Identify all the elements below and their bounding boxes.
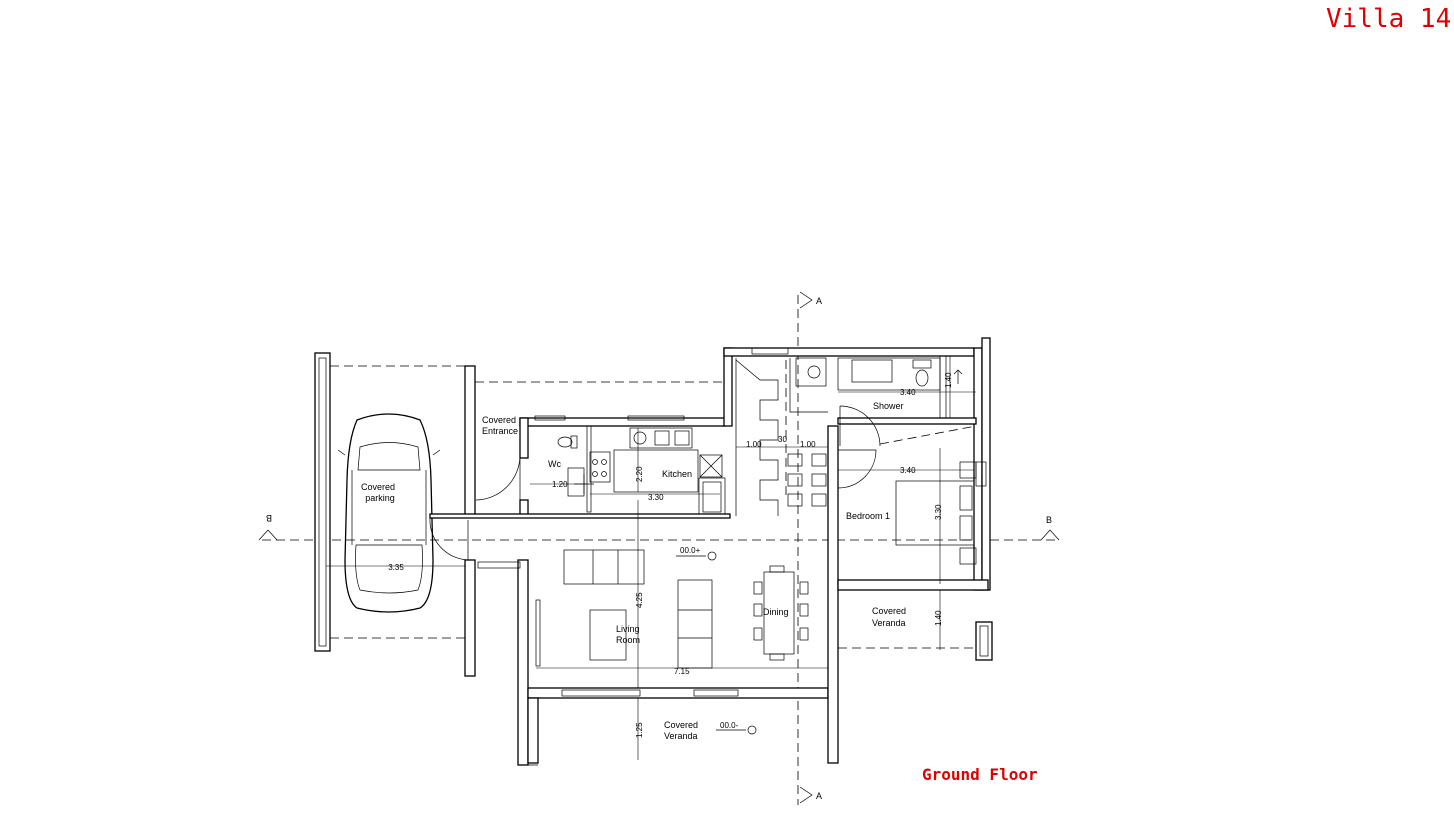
dim-veranda-right-depth: 1.40 <box>934 610 943 626</box>
dim-shower-width: 3.40 <box>900 388 916 397</box>
dim-bedroom-depth: 3.30 <box>934 504 943 520</box>
staircase: 1.00 30 1.00 <box>735 347 828 516</box>
kitchen-label: Kitchen <box>662 469 692 479</box>
living-dining-area: Living Room Dining 00.0+ 4.25 7.15 <box>429 500 828 688</box>
shower-drain-icon <box>807 365 821 379</box>
dim-shower-depth: 1.40 <box>944 372 953 388</box>
drawing-title: Villa 14 <box>1326 4 1451 34</box>
living-label-line1: Living <box>616 624 640 634</box>
bed-icon <box>895 480 975 546</box>
dim-kitchen-width: 3.30 <box>648 493 664 502</box>
dim-living-width: 7.15 <box>674 667 690 676</box>
bedroom-label: Bedroom 1 <box>846 511 890 521</box>
shower-toilet-icon <box>915 369 929 387</box>
wc-room: Wc 1.20 <box>530 415 594 513</box>
floor-label: Ground Floor <box>922 765 1038 784</box>
sofa-icon <box>563 549 645 585</box>
sink-icon <box>629 427 693 449</box>
parking-label-line1: Covered <box>361 482 395 492</box>
bedroom-1-room: Bedroom 1 3.40 3.30 <box>837 448 987 584</box>
dim-living-depth: 4.25 <box>635 592 644 608</box>
level-marker-icon <box>707 551 717 561</box>
veranda-bottom-area: Covered Veranda 1.25 00.0- <box>635 698 757 760</box>
veranda-right-label-line2: Veranda <box>872 618 906 628</box>
entrance-label-line1: Covered <box>482 415 516 425</box>
entrance-label-line2: Entrance <box>482 426 518 436</box>
level-marker-veranda-icon <box>747 725 757 735</box>
covered-entrance-area: Covered Entrance <box>475 381 724 501</box>
toilet-icon <box>557 436 573 448</box>
wc-basin-icon <box>567 467 585 497</box>
dim-stair-left: 1.00 <box>746 440 762 449</box>
shower-room: Shower 3.40 1.40 <box>795 356 977 447</box>
veranda-right-label-line1: Covered <box>872 606 906 616</box>
hob-icon <box>589 451 611 483</box>
shower-label: Shower <box>873 401 904 411</box>
main-walls <box>429 337 993 766</box>
sofa-2-icon <box>677 579 713 669</box>
wc-label: Wc <box>548 459 561 469</box>
car-icon <box>337 413 441 613</box>
veranda-right-area: Covered Veranda 1.40 <box>838 590 976 650</box>
section-line-a: A A <box>797 291 822 805</box>
dim-stair-mid: 30 <box>778 435 787 444</box>
coffee-table <box>589 609 627 661</box>
kitchen-island <box>613 449 699 493</box>
dim-stair-right: 1.00 <box>800 440 816 449</box>
level-living: 00.0+ <box>680 546 701 555</box>
living-label-line2: Room <box>616 635 640 645</box>
shower-basin-icon <box>851 359 893 383</box>
dim-bedroom-width: 3.40 <box>900 466 916 475</box>
veranda-bottom-label-line1: Covered <box>664 720 698 730</box>
dining-label: Dining <box>763 607 789 617</box>
section-line-b: B B <box>258 513 1060 541</box>
section-a-top-label: A <box>816 296 822 306</box>
dim-veranda-bottom-depth: 1.25 <box>635 722 644 738</box>
section-b-right-label: B <box>1046 515 1052 525</box>
section-a-bottom-label: A <box>816 791 822 801</box>
veranda-bottom-label-line2: Veranda <box>664 731 698 741</box>
fridge-icon <box>699 454 723 478</box>
level-veranda: 00.0- <box>720 721 739 730</box>
kitchen-room: Kitchen 2.20 3.30 <box>589 415 726 515</box>
dim-parking-width: 3.35 <box>388 563 404 572</box>
section-b-left-label: B <box>266 513 272 523</box>
covered-parking-area: Covered parking 3.35 <box>314 352 476 677</box>
dim-wc-width: 1.20 <box>552 480 568 489</box>
parking-label-line2: parking <box>365 493 395 503</box>
dim-kitchen-depth: 2.20 <box>635 466 644 482</box>
